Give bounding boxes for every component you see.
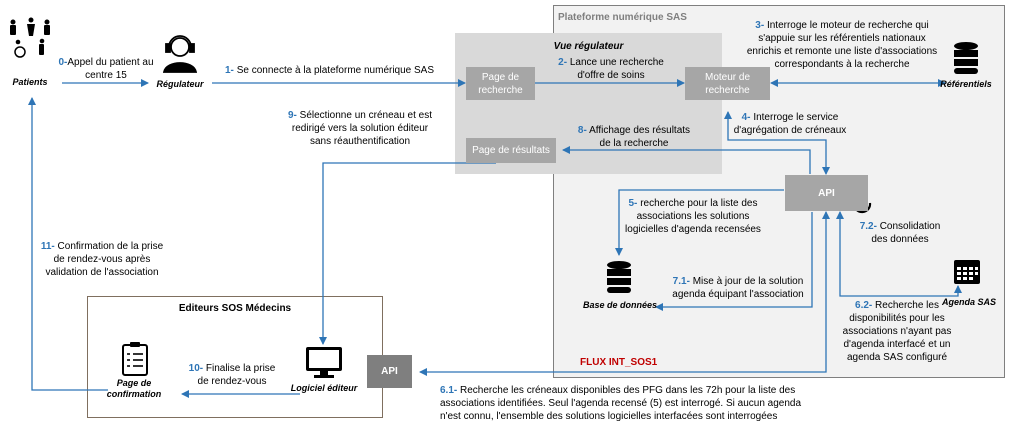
step-9: 9- Sélectionne un créneau et est redirig… (287, 110, 432, 147)
step-3: 3- Interroge le moteur de recherche qui … (746, 20, 938, 70)
api-bottom-box: API (367, 355, 412, 388)
regulateur-label: Régulateur (156, 79, 204, 89)
base-donnees-label: Base de données (582, 300, 658, 310)
step-8: 8- Affichage des résultats de la recherc… (577, 125, 691, 149)
page-resultats-box: Page de résultats (466, 138, 556, 163)
step-5: 5- recherche pour la liste des associati… (625, 198, 761, 235)
arrow-61 (419, 211, 830, 376)
patients-label: Patients (12, 77, 48, 87)
arrow-62 (836, 211, 962, 297)
platform-title: Plateforme numérique SAS (558, 12, 687, 23)
editors-title: Editeurs SOS Médecins (178, 303, 292, 314)
arrow-11 (28, 97, 108, 391)
step-62: 6.2- Recherche les disponibilités pour l… (842, 300, 952, 363)
step-61: 6.1- Recherche les créneaux disponibles … (440, 385, 802, 422)
page-confirmation-label: Page de confirmation (106, 378, 162, 399)
arrow-8 (562, 146, 811, 174)
regulator-view-title: Vue régulateur (553, 41, 624, 52)
step-4: 4- Interroge le service d'agrégation de … (733, 112, 847, 136)
step-71: 7.1- Mise à jour de la solution agenda é… (672, 276, 804, 300)
moteur-recherche-box: Moteur de recherche (685, 67, 770, 100)
step-72: 7.2- Consolidation des données (859, 221, 941, 245)
referentiels-label: Référentiels (940, 79, 992, 89)
step-11: 11- Confirmation de la prise de rendez-v… (40, 241, 164, 278)
arrow-9 (319, 162, 496, 345)
arrow-4 (724, 111, 830, 175)
step-1: 1- Se connecte à la plateforme numérique… (225, 65, 435, 76)
api-top-box: API (785, 175, 868, 211)
page-recherche-box: Page de recherche (466, 67, 535, 100)
agenda-sas-label: Agenda SAS (941, 297, 996, 307)
step-10: 10- Finalise la prise de rendez-vous (188, 363, 276, 387)
flux-label: FLUX INT_SOS1 (580, 357, 658, 368)
step-2: 2- Lance une recherche d'offre de soins (558, 57, 664, 81)
logiciel-editeur-label: Logiciel éditeur (290, 383, 358, 393)
step-0: 0-Appel du patient au centre 15 (58, 57, 154, 81)
